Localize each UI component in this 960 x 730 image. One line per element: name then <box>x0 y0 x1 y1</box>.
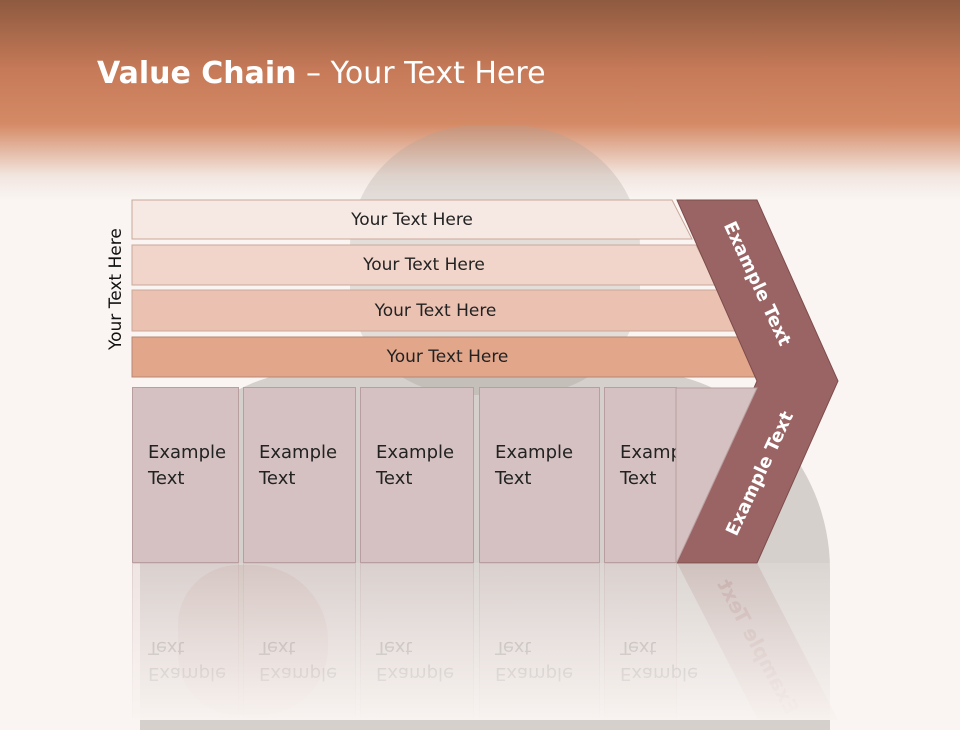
reflection-card-3-line1: Example <box>376 663 455 684</box>
reflection-card-2-line2: Text <box>259 637 296 658</box>
band-2-label: Your Text Here <box>363 255 485 275</box>
reflection-card-5-line1: Example <box>620 663 699 684</box>
band-4-label: Your Text Here <box>386 347 509 367</box>
reflection-card-3: Example Text <box>360 563 474 718</box>
card-5-line2: Text <box>620 468 657 489</box>
card-4-line1: Example <box>495 442 574 463</box>
card-1-line1: Example <box>148 442 227 463</box>
reflection-card-1-text: Example Text <box>148 634 226 686</box>
reflection-card-4-line1: Example <box>495 663 574 684</box>
reflection-card-5: Example Text <box>604 563 698 718</box>
reflection-card-3-line2: Text <box>376 637 413 658</box>
reflection-card-3-text: Example Text <box>376 634 454 686</box>
card-2-line1: Example <box>259 442 338 463</box>
reflection-card-2-line1: Example <box>259 663 338 684</box>
title-bold: Value Chain <box>97 56 297 91</box>
card-3-line2: Text <box>376 468 413 489</box>
band-1-label: Your Text Here <box>351 209 473 230</box>
title-rest: – Your Text Here <box>296 56 546 91</box>
slide-title: Value Chain – Your Text Here <box>97 56 546 91</box>
reflection-card-5-text: Example Text <box>620 634 698 686</box>
reflection-card-4: Example Text <box>479 563 600 718</box>
card-5-line1: Example <box>620 442 699 463</box>
band-3: Your Text Here <box>132 290 739 331</box>
cards-reflection-inner: Example Text Example Text Example Text Exam… <box>0 563 960 718</box>
band-2: Your Text Here <box>132 245 716 285</box>
reflection-card-4-text: Example Text <box>495 634 573 686</box>
cards-reflection: Example Text Example Text Example Text Exam… <box>0 563 960 718</box>
reflection-card-4-line2: Text <box>495 637 532 658</box>
band-4: Your Text Here <box>132 337 763 377</box>
header-banner <box>0 0 960 200</box>
band-1: Your Text Here <box>132 200 692 239</box>
reflection-card-5-line2: Text <box>620 637 657 658</box>
band-1-shape <box>131 199 693 240</box>
reflection-card-1-line1: Example <box>148 663 227 684</box>
card-2-line2: Text <box>259 468 296 489</box>
reflection-card-2: Example Text <box>243 563 356 718</box>
reflection-card-1: Example Text <box>132 563 239 718</box>
reflection-card-2-text: Example Text <box>259 634 337 686</box>
reflection-card-1-line2: Text <box>148 637 185 658</box>
card-3-line1: Example <box>376 442 455 463</box>
card-4-line2: Text <box>495 468 532 489</box>
card-1-line2: Text <box>148 468 185 489</box>
band-3-label: Your Text Here <box>374 300 497 321</box>
